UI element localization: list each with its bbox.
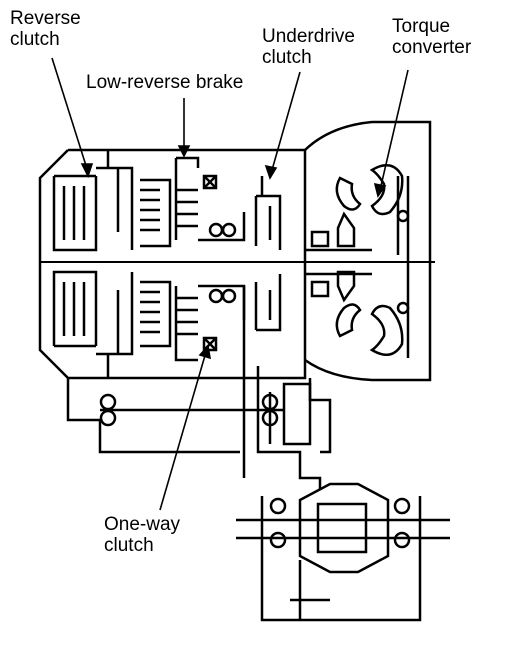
label-one-way-clutch-line2: clutch <box>104 535 154 556</box>
label-low-reverse-brake: Low-reverse brake <box>86 72 243 93</box>
transmission-housing <box>38 148 307 380</box>
label-underdrive-clutch-line1: Underdrive <box>262 26 355 47</box>
torque-converter-housing <box>304 120 432 382</box>
low-reverse-brake-lower <box>174 284 246 362</box>
one-way-clutch-element <box>202 336 218 352</box>
label-underdrive-clutch-line2: clutch <box>262 47 312 68</box>
converter-bearing-upper <box>396 209 410 223</box>
reverse-clutch-drum-lower <box>52 270 98 346</box>
transfer-gear <box>282 382 312 446</box>
reverse-clutch-drum-upper <box>52 176 98 252</box>
differential <box>236 482 450 622</box>
clutch-plates-lower <box>140 280 172 348</box>
clutch-plates-upper <box>140 178 172 248</box>
label-reverse-clutch: Reverse clutch <box>10 8 81 50</box>
label-reverse-clutch-line2: clutch <box>10 29 60 50</box>
label-torque-converter-line1: Torque <box>392 16 451 37</box>
low-reverse-brake-upper <box>174 156 246 242</box>
label-underdrive-clutch: Underdrive clutch <box>262 26 355 68</box>
underdrive-clutch-lower <box>254 274 282 332</box>
label-low-reverse-brake-text: Low-reverse brake <box>86 72 244 93</box>
label-one-way-clutch-line1: One-way <box>104 514 181 535</box>
leader-lines <box>51 57 409 511</box>
underdrive-clutch-upper <box>254 176 282 250</box>
torque-converter-turbine-upper <box>369 163 404 216</box>
converter-bearing-lower <box>396 301 410 315</box>
label-torque-converter: Torque converter <box>392 16 471 58</box>
torque-converter-turbine-lower <box>369 304 404 357</box>
label-torque-converter-line2: converter <box>392 37 472 58</box>
label-one-way-clutch: One-way clutch <box>104 514 180 556</box>
label-reverse-clutch-line1: Reverse <box>10 8 81 29</box>
